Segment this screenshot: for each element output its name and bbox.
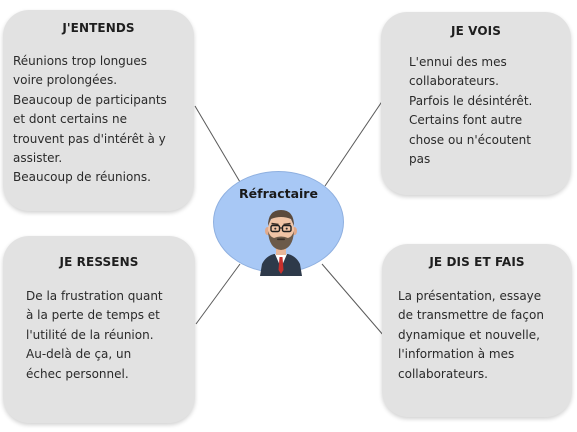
connector-bottom-left bbox=[195, 263, 241, 325]
card-text-line: pas bbox=[409, 152, 431, 167]
card-text-line: La présentation, essaye bbox=[398, 289, 542, 303]
card-text-line: chose ou n'écoutent bbox=[409, 132, 531, 147]
card-title: JE DIS ET FAIS bbox=[429, 255, 525, 269]
card-text: Réunions trop longues voire prolongées. … bbox=[3, 52, 194, 188]
connector-top-right bbox=[324, 99, 384, 187]
card-title: J'ENTENDS bbox=[62, 21, 135, 35]
card-text-line: de transmettre de façon bbox=[398, 308, 544, 323]
card-title: JE RESSENS bbox=[59, 255, 139, 269]
card-text-line: et dont certains ne bbox=[13, 112, 127, 127]
card-je-vois: JE VOIS L'ennui des mes collaborateurs. … bbox=[381, 12, 571, 195]
card-text-line: à la perte de temps et bbox=[26, 308, 160, 323]
card-text-line: collaborateurs. bbox=[409, 74, 499, 89]
card-text-line: Parfois le désintérêt. bbox=[409, 93, 533, 108]
card-title: JE VOIS bbox=[451, 24, 501, 38]
card-text-line: assister. bbox=[13, 151, 63, 166]
connector-top-left bbox=[194, 105, 241, 183]
card-text-line: Beaucoup de participants bbox=[13, 92, 167, 107]
card-text: L'ennui des mes collaborateurs. Parfois … bbox=[381, 53, 571, 169]
card-text: La présentation, essaye de transmettre d… bbox=[382, 287, 572, 384]
card-text-line: De la frustration quant bbox=[26, 289, 163, 303]
card-text-line: l'utilité de la réunion. bbox=[26, 327, 154, 342]
card-je-dis-et-fais: JE DIS ET FAIS La présentation, essaye d… bbox=[382, 244, 572, 417]
persona-label: Réfractaire bbox=[239, 186, 318, 201]
card-text-line: Beaucoup de réunions. bbox=[13, 170, 151, 185]
card-text-line: dynamique et nouvelle, bbox=[398, 327, 540, 342]
persona-center-node: Réfractaire bbox=[213, 171, 344, 276]
card-text-line: Au-delà de ça, un bbox=[26, 347, 132, 362]
card-text-line: collaborateurs. bbox=[398, 366, 488, 381]
bearded-man-with-glasses-icon bbox=[260, 210, 302, 276]
card-text-line: échec personnel. bbox=[26, 366, 129, 381]
connector-bottom-right bbox=[321, 263, 385, 337]
card-text: De la frustration quant à la perte de te… bbox=[3, 287, 195, 384]
card-j-entends: J'ENTENDS Réunions trop longues voire pr… bbox=[3, 10, 194, 211]
card-je-ressens: JE RESSENS De la frustration quant à la … bbox=[3, 236, 195, 423]
card-text-line: L'ennui des mes bbox=[409, 55, 507, 69]
card-text-line: trouvent pas d'intérêt à y bbox=[13, 131, 166, 146]
card-text-line: voire prolongées. bbox=[13, 73, 118, 88]
card-text-line: Réunions trop longues bbox=[13, 54, 148, 68]
card-text-line: Certains font autre bbox=[409, 113, 523, 128]
card-text-line: l'information à mes bbox=[398, 347, 515, 362]
